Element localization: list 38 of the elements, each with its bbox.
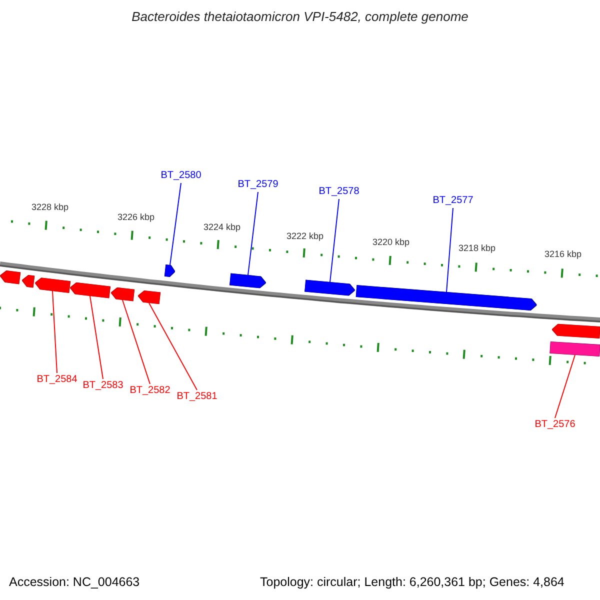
leader-line <box>148 302 198 390</box>
leader-line <box>52 290 58 374</box>
gene-label: BT_2582 <box>130 384 170 398</box>
gene-label: BT_2578 <box>318 185 360 199</box>
title: Bacteroides thetaiotaomicron VPI-5482, complete genome <box>132 10 468 24</box>
gene-block <box>164 264 176 278</box>
genome-info-text: Topology: circular; Length: 6,260,361 bp; Genes: 4,864 <box>260 575 564 589</box>
leader-line <box>122 300 150 384</box>
gene-block <box>21 274 35 288</box>
gene-block <box>304 280 356 296</box>
scale-label: 3216 kbp <box>544 248 582 261</box>
scale-label: 3218 kbp <box>458 242 496 255</box>
gene-block <box>552 324 600 338</box>
gene-block <box>0 270 21 284</box>
gene-block <box>137 290 161 304</box>
leader-line <box>248 192 258 276</box>
gene-bar <box>550 341 600 357</box>
gene-block <box>356 285 538 311</box>
scale-label: 3224 kbp <box>203 221 241 234</box>
leader-line <box>170 182 182 266</box>
scale-label: 3222 kbp <box>286 230 324 243</box>
leader-line <box>554 354 576 418</box>
gene-block <box>230 273 266 289</box>
scale-label: 3226 kbp <box>117 211 155 224</box>
accession-text: Accession: NC_004663 <box>9 575 140 589</box>
leader-line <box>330 198 340 282</box>
gene-block <box>110 286 135 302</box>
scale-label: 3228 kbp <box>31 201 69 214</box>
leader-line <box>446 208 454 292</box>
gene-label: BT_2577 <box>432 194 474 208</box>
gene-label: BT_2584 <box>36 373 78 387</box>
scale-label: 3220 kbp <box>372 236 410 249</box>
gene-label: BT_2580 <box>160 169 202 183</box>
gene-label: BT_2576 <box>534 418 576 432</box>
leader-line <box>90 296 104 380</box>
gene-label: BT_2581 <box>176 390 218 404</box>
gene-label: BT_2583 <box>82 379 124 393</box>
gene-label: BT_2579 <box>238 178 278 192</box>
